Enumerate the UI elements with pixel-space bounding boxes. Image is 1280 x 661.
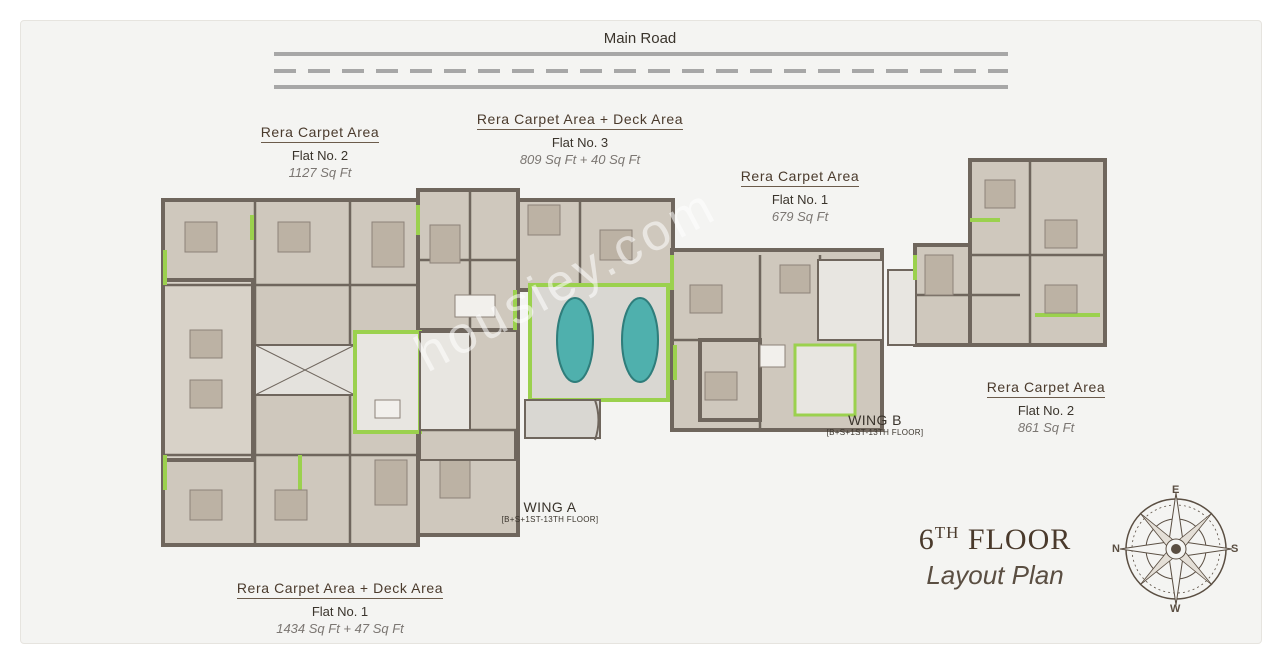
floor-suffix: TH — [934, 523, 960, 542]
floor-title: 6TH FLOOR — [900, 523, 1090, 557]
wing-a-label: WING A [B+S+1ST-13TH FLOOR] — [490, 499, 610, 524]
flat-number: Flat No. 2 — [291, 148, 349, 163]
flat-area: 809 Sq Ft + 40 Sq Ft — [519, 152, 641, 167]
wing-name: WING A — [523, 499, 577, 515]
flat-number: Flat No. 1 — [311, 604, 369, 619]
flat-number: Flat No. 2 — [1017, 403, 1075, 418]
floor-word: FLOOR — [967, 523, 1072, 556]
flat-area: 1434 Sq Ft + 47 Sq Ft — [276, 621, 404, 636]
flat-number: Flat No. 1 — [771, 192, 829, 207]
flat-title: Rera Carpet Area — [260, 124, 380, 143]
flat-label-wing-a-flat-2: Rera Carpet Area Flat No. 2 1127 Sq Ft — [230, 124, 410, 180]
road-edge-bottom — [274, 85, 1008, 89]
wing-floors: [B+S+1ST-13TH FLOOR] — [501, 515, 599, 524]
floor-number: 6 — [918, 523, 935, 556]
flat-area: 861 Sq Ft — [1017, 420, 1075, 435]
road-centerline — [274, 69, 1008, 73]
flat-label-wing-a-flat-1: Rera Carpet Area + Deck Area Flat No. 1 … — [210, 580, 470, 636]
compass-south: S — [1231, 543, 1239, 555]
compass-west: W — [1170, 603, 1181, 615]
compass-north: N — [1112, 543, 1120, 555]
flat-number: Flat No. 3 — [551, 135, 609, 150]
wing-b-label: WING B [B+S+1ST-13TH FLOOR] — [815, 412, 935, 437]
flat-label-wing-b-flat-1: Rera Carpet Area Flat No. 1 679 Sq Ft — [710, 168, 890, 224]
flat-area: 679 Sq Ft — [771, 209, 829, 224]
road-edge-top — [274, 52, 1008, 56]
flat-title: Rera Carpet Area + Deck Area — [236, 580, 444, 599]
wing-floors: [B+S+1ST-13TH FLOOR] — [826, 428, 924, 437]
flat-title: Rera Carpet Area — [986, 379, 1106, 398]
compass-rose — [1119, 492, 1233, 606]
compass-east: E — [1172, 484, 1180, 496]
flat-title: Rera Carpet Area — [740, 168, 860, 187]
wing-name: WING B — [848, 412, 902, 428]
main-road-label: Main Road — [603, 30, 677, 47]
flat-area: 1127 Sq Ft — [288, 165, 352, 180]
flat-title: Rera Carpet Area + Deck Area — [476, 111, 684, 130]
flat-label-wing-b-flat-2: Rera Carpet Area Flat No. 2 861 Sq Ft — [956, 379, 1136, 435]
floor-subtitle: Layout Plan — [926, 560, 1064, 590]
flat-label-wing-a-flat-3: Rera Carpet Area + Deck Area Flat No. 3 … — [450, 111, 710, 167]
